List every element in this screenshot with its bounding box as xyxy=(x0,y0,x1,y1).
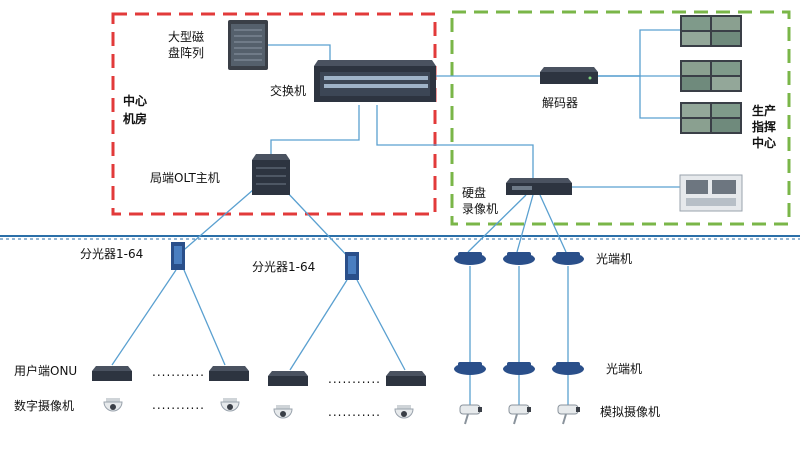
center-room-zone xyxy=(111,12,437,216)
link-lines xyxy=(111,29,680,405)
ground-line xyxy=(0,235,800,240)
digital-camera-row xyxy=(103,398,414,419)
production-center-zone xyxy=(450,10,791,226)
bullet-camera-icon xyxy=(557,404,580,425)
dome-camera-icon xyxy=(103,398,123,412)
production-center-label-2: 指挥 xyxy=(752,120,777,134)
dome-camera-icon xyxy=(273,405,293,419)
disk-array-icon xyxy=(228,20,268,70)
optical-transceiver-icon xyxy=(552,252,584,265)
dome-camera-icon xyxy=(220,398,240,412)
bullet-camera-icon xyxy=(459,404,482,425)
monitor-row-3 xyxy=(680,102,742,134)
bullet-camera-icon xyxy=(508,404,531,425)
switch-icon xyxy=(314,60,436,102)
monitor-row-1 xyxy=(680,15,742,47)
camera-ellipsis-1: ........... xyxy=(152,398,205,412)
splitter-1-icon xyxy=(171,242,185,270)
dome-camera-icon xyxy=(394,405,414,419)
dvr-label-1: 硬盘 xyxy=(462,186,487,200)
optical-transceiver-bottom-label: 光端机 xyxy=(606,362,643,376)
olt-host-label: 局端OLT主机 xyxy=(150,171,220,185)
optical-transceiver-top-label: 光端机 xyxy=(596,252,633,266)
onu-icon xyxy=(209,366,249,381)
dvr-label-2: 录像机 xyxy=(462,202,499,216)
production-center-label-3: 中心 xyxy=(752,136,777,150)
production-center-label-1: 生产 xyxy=(752,104,777,118)
decoder-icon xyxy=(540,67,598,84)
onu-ellipsis-1: ........... xyxy=(152,365,205,379)
digital-camera-label: 数字摄像机 xyxy=(14,399,75,413)
onu-icon xyxy=(92,366,132,381)
optical-transceiver-icon xyxy=(454,252,486,265)
center-room-label-1: 中心 xyxy=(123,94,148,108)
onu-icon xyxy=(268,371,308,386)
optical-transceiver-icon xyxy=(552,362,584,375)
dvr-icon xyxy=(506,178,572,195)
monitor-row-2 xyxy=(680,60,742,92)
control-desk-icon xyxy=(679,174,743,212)
camera-ellipsis-2: ........... xyxy=(328,405,381,419)
disk-array-label-1: 大型磁 xyxy=(168,30,205,44)
splitter-1-label: 分光器1-64 xyxy=(80,247,144,261)
optical-transceiver-top-row xyxy=(454,252,584,265)
splitter-2-icon xyxy=(345,252,359,280)
analog-camera-label: 模拟摄像机 xyxy=(600,405,661,419)
optical-transceiver-icon xyxy=(503,362,535,375)
monitor-wall-icon xyxy=(680,15,742,134)
onu-ellipsis-2: ........... xyxy=(328,372,381,386)
disk-array-label-2: 盘阵列 xyxy=(168,46,205,60)
onu-label: 用户端ONU xyxy=(14,364,78,378)
splitter-2-label: 分光器1-64 xyxy=(252,260,316,274)
olt-host-icon xyxy=(252,154,290,195)
optical-transceiver-icon xyxy=(503,252,535,265)
onu-row xyxy=(92,366,426,386)
switch-label: 交换机 xyxy=(270,84,307,98)
onu-icon xyxy=(386,371,426,386)
optical-transceiver-icon xyxy=(454,362,486,375)
center-room-label-2: 机房 xyxy=(123,112,148,126)
decoder-label: 解码器 xyxy=(542,96,579,110)
analog-camera-row xyxy=(459,404,580,425)
optical-transceiver-bottom-row xyxy=(454,362,584,375)
